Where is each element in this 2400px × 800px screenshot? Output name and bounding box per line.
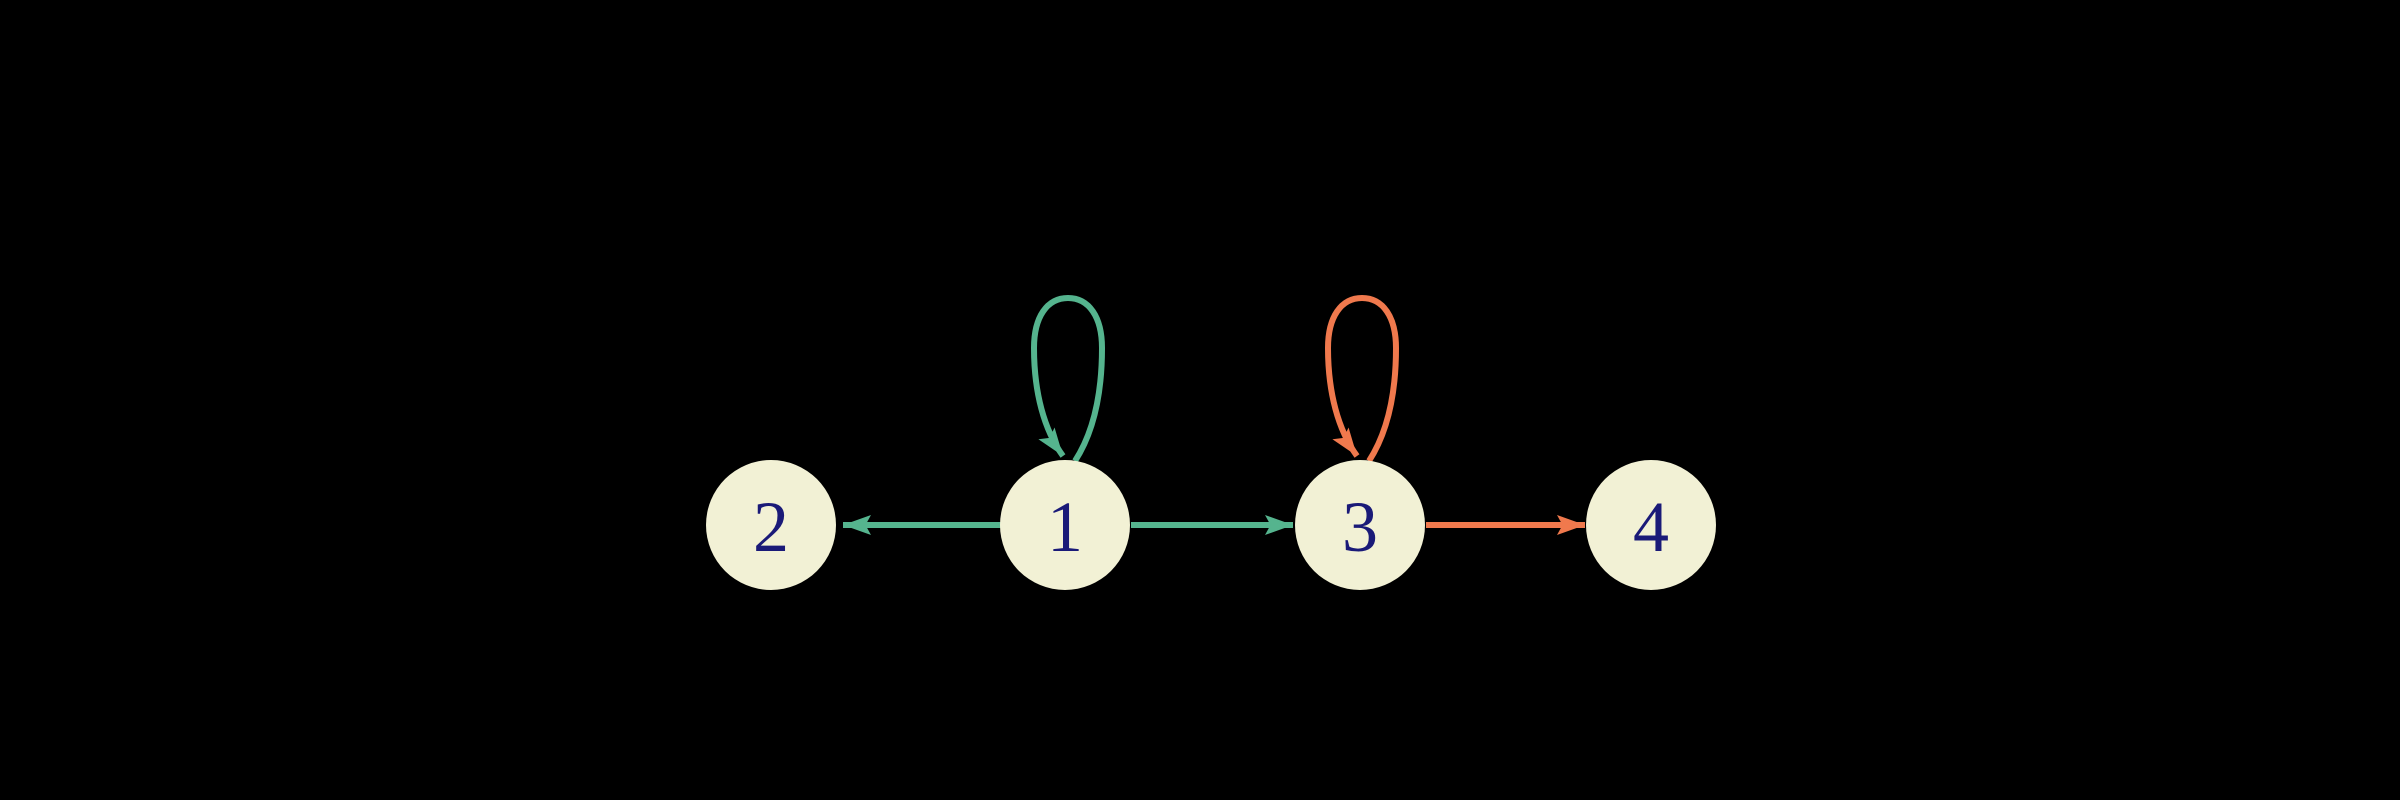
node-4: [1586, 460, 1716, 590]
self-loop-1: [1030, 294, 1106, 463]
node-2-label: 2: [753, 487, 789, 567]
node-1-label: 1: [1047, 487, 1083, 567]
node-4-label: 4: [1633, 487, 1669, 567]
node-2: [706, 460, 836, 590]
node-3: [1295, 460, 1425, 590]
node-1: [1000, 460, 1130, 590]
node-3-label: 3: [1342, 487, 1378, 567]
self-loop-3: [1324, 294, 1400, 463]
